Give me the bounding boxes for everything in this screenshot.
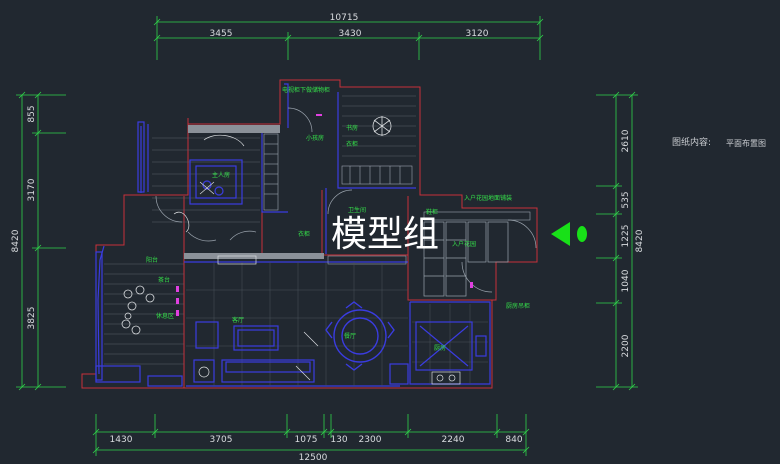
left-dimension-2: 3170 (27, 178, 37, 201)
bottom-dimension-7: 840 (505, 435, 522, 445)
bottom-dimension-6: 2240 (442, 435, 465, 445)
master-bed-details (173, 134, 245, 233)
room-label-foyer: 入户花园 (452, 240, 476, 248)
room-label-kitchen: 厨房 (434, 344, 446, 352)
foyer-details (423, 219, 537, 297)
sheet-content-value: 平面布置图 (726, 138, 766, 148)
dining-table (325, 301, 395, 371)
plant-icon (372, 116, 392, 136)
leisure-seats (121, 285, 155, 335)
bottom-dimension-1: 1430 (110, 435, 133, 445)
right-dimension-chain (596, 91, 638, 391)
living-furniture (193, 321, 409, 385)
left-dimension-1: 855 (27, 105, 37, 122)
right-dimension-4: 1040 (621, 269, 631, 292)
room-label-study: 书房 (346, 124, 358, 132)
bottom-dimension-2: 3705 (210, 435, 233, 445)
room-label-living-room: 客厅 (232, 316, 244, 324)
sheet-content-label: 图纸内容: (672, 136, 711, 148)
right-total-dimension: 8420 (635, 229, 645, 252)
room-label-closet: 衣柜 (298, 230, 310, 238)
master-bed (189, 159, 243, 205)
top-total-dimension: 10715 (330, 13, 359, 23)
wall-hatch (184, 125, 324, 259)
right-dimension-3: 1225 (621, 225, 631, 248)
cabinet-details (263, 133, 531, 265)
room-label-small-bedroom: 小孩房 (306, 134, 324, 142)
room-label-master-bedroom: 主人房 (212, 171, 230, 179)
bottom-dimension-chain (92, 414, 530, 456)
left-dimension-chain (16, 91, 66, 391)
living-details (198, 255, 319, 381)
bottom-dimension-4: 130 (330, 435, 347, 445)
note-tea-table: 茶台 (158, 276, 170, 284)
note-shoe-cabinet: 鞋柜 (426, 208, 438, 216)
left-dimension-3: 3825 (27, 307, 37, 330)
note-garden-paving: 入户花园地面铺装 (464, 194, 512, 202)
floor-tiles (186, 262, 408, 386)
right-dimension-2: 535 (621, 191, 631, 208)
room-label-leisure-area: 休息区 (156, 312, 174, 320)
top-dimension-2: 3430 (339, 29, 362, 39)
right-dimension-1: 2610 (621, 129, 631, 152)
bottom-total-dimension: 12500 (299, 453, 328, 463)
top-dimension-3: 3120 (466, 29, 489, 39)
top-dimension-1: 3455 (210, 29, 233, 39)
top-dimension-chain (153, 16, 544, 60)
bottom-dimension-3: 1075 (295, 435, 318, 445)
bottom-dimension-5: 2300 (359, 435, 382, 445)
kitchen-floor-tiles (412, 304, 488, 384)
left-total-dimension: 8420 (11, 229, 21, 252)
room-label-balcony: 阳台 (146, 256, 158, 264)
note-storage: 电视柜下做储物柜 (282, 86, 330, 94)
electrical-markers (176, 114, 473, 316)
note-kitchen-cabinet: 厨房吊柜 (506, 302, 530, 310)
room-label-bath: 卫生间 (348, 206, 366, 214)
room-label-dining-room: 餐厅 (344, 332, 356, 340)
kitchen-fixtures (415, 321, 487, 371)
note-small-closet: 衣柜 (346, 140, 358, 148)
watermark-text: 模型组 (331, 214, 439, 255)
kitchen-details (431, 371, 461, 385)
right-dimension-5: 2200 (621, 334, 631, 357)
door-swings (155, 107, 493, 293)
north-arrow-icon (551, 222, 587, 246)
